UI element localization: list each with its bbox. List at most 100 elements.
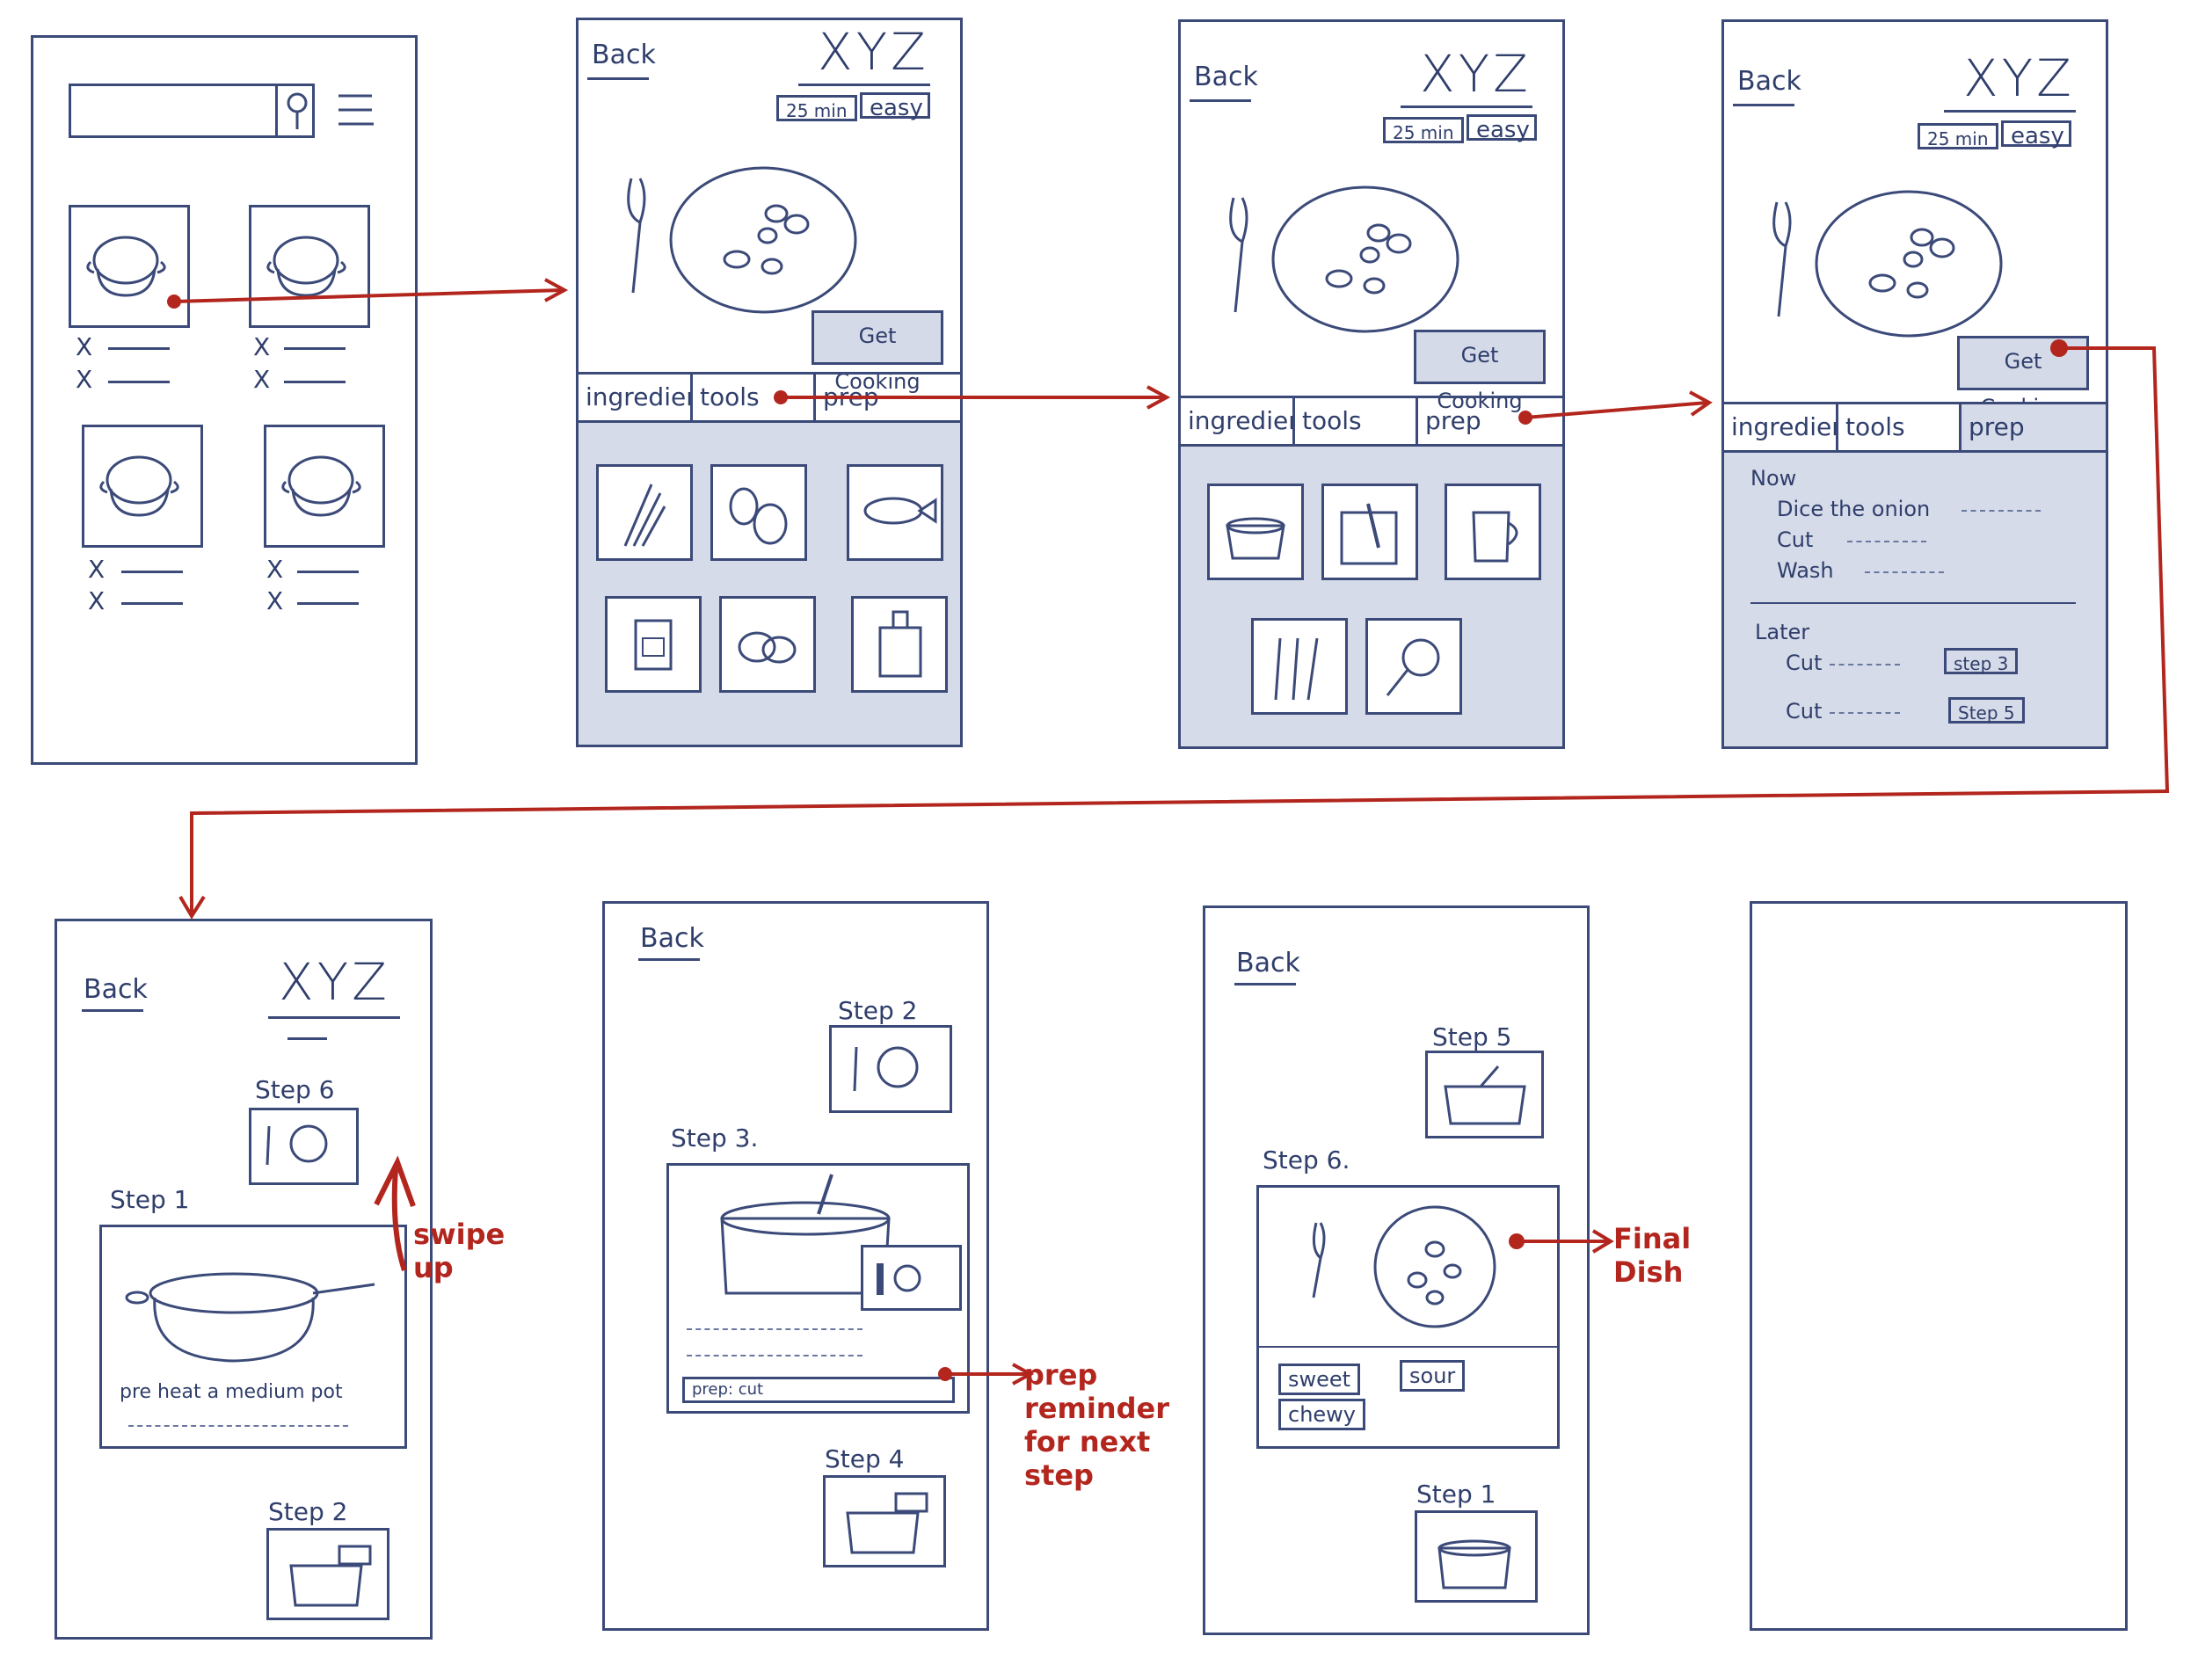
next-step-thumbnail[interactable]	[823, 1475, 946, 1567]
tab-prep[interactable]: prep	[1425, 406, 1481, 435]
prev-step-thumbnail[interactable]	[249, 1108, 359, 1185]
text-line	[687, 1328, 862, 1330]
back-link[interactable]: Back	[1194, 62, 1258, 92]
recipe-title: XYZ	[818, 22, 929, 82]
ingredient-bottle[interactable]	[851, 596, 948, 693]
flavor-tag[interactable]: sweet	[1278, 1364, 1361, 1395]
recipe-card[interactable]	[82, 425, 203, 548]
prev-step-thumbnail[interactable]	[829, 1025, 952, 1113]
back-link[interactable]: Back	[592, 40, 656, 70]
text-line	[1830, 712, 1900, 714]
tool-utensils[interactable]	[1251, 618, 1348, 715]
underline	[1234, 983, 1296, 985]
now-heading: Now	[1750, 466, 1797, 491]
screen-detail-tools: Back XYZ 25 min easy Get Cooking ingredi…	[1178, 19, 1565, 749]
prev-step-thumbnail[interactable]	[1425, 1051, 1544, 1138]
ingredient-inset	[861, 1245, 962, 1311]
step-link-tag[interactable]: step 3	[1944, 648, 2019, 674]
list-marker: X	[266, 586, 284, 615]
list-marker: X	[253, 365, 271, 394]
list-marker: X	[253, 332, 271, 361]
text-line	[297, 602, 359, 605]
list-marker: X	[76, 365, 93, 394]
recipe-card[interactable]	[249, 205, 370, 328]
current-step-card[interactable]: prep: cut	[666, 1163, 970, 1414]
later-heading: Later	[1755, 620, 1810, 644]
plate-illustration	[627, 166, 857, 314]
menu-icon[interactable]	[337, 89, 375, 133]
difficulty-chip: easy	[860, 92, 930, 121]
underline	[82, 1009, 143, 1012]
prep-reminder-text: prep: cut	[692, 1380, 764, 1399]
text-line	[121, 602, 183, 605]
time-chip: 25 min	[776, 95, 857, 121]
tab-tools[interactable]: tools	[693, 375, 816, 420]
search-input[interactable]	[69, 84, 315, 138]
ingredient-scallion[interactable]	[596, 464, 693, 561]
underline	[268, 1016, 400, 1019]
next-step-label: Step 2	[268, 1497, 348, 1526]
screen-step-6: Back Step 5 Step 6. sweet sour chewy Ste…	[1203, 905, 1590, 1635]
prev-step-label: Step 5	[1432, 1022, 1512, 1051]
screen-blank	[1750, 901, 2128, 1631]
time-chip: 25 min	[1918, 123, 1998, 149]
ingredient-fish[interactable]	[847, 464, 943, 561]
tab-tools[interactable]: tools	[1838, 404, 1961, 450]
tool-pan[interactable]	[1365, 618, 1462, 715]
list-marker: X	[76, 332, 93, 361]
next-step-label: Step 1	[1416, 1480, 1496, 1509]
list-marker: X	[88, 555, 106, 584]
current-step-label: Step 1	[110, 1185, 190, 1214]
text-line	[121, 571, 183, 573]
recipe-card[interactable]	[69, 205, 190, 328]
prev-step-label: Step 6	[255, 1075, 335, 1104]
text-line	[284, 347, 346, 350]
text-line	[1847, 541, 1926, 542]
underline	[1733, 104, 1794, 106]
back-link[interactable]: Back	[640, 923, 704, 954]
tab-prep[interactable]: prep	[1961, 404, 2106, 450]
time-chip: 25 min	[1383, 117, 1464, 143]
annotation-swipe-up: swipe up	[413, 1218, 506, 1284]
tab-ingredients[interactable]: ingredients	[1724, 404, 1838, 450]
ingredient-tomato[interactable]	[719, 596, 816, 693]
flavor-tag[interactable]: chewy	[1278, 1399, 1366, 1430]
tab-bar: ingredients tools prep	[1181, 396, 1562, 447]
plate-illustration	[1229, 185, 1459, 333]
current-step-card[interactable]: sweet sour chewy	[1256, 1185, 1560, 1449]
tab-tools[interactable]: tools	[1295, 398, 1418, 444]
tool-cutting-board[interactable]	[1321, 484, 1418, 580]
back-link[interactable]: Back	[84, 974, 148, 1005]
get-cooking-button[interactable]: Get Cooking	[1957, 336, 2089, 419]
back-link[interactable]: Back	[1737, 66, 1801, 97]
current-step-card[interactable]: pre heat a medium pot	[99, 1225, 407, 1449]
underline	[798, 84, 930, 86]
current-step-label: Step 3.	[671, 1124, 759, 1153]
tool-measuring-cup[interactable]	[1445, 484, 1541, 580]
ingredient-potato[interactable]	[710, 464, 807, 561]
underline	[1190, 99, 1251, 102]
next-step-thumbnail[interactable]	[1415, 1510, 1538, 1603]
get-cooking-button[interactable]: Get Cooking	[1414, 330, 1546, 413]
flavor-tag[interactable]: sour	[1400, 1360, 1466, 1392]
annotation-prep-reminder: prep reminder for next step	[1024, 1358, 1169, 1492]
ingredient-packet[interactable]	[605, 596, 702, 693]
tab-ingredients[interactable]: ingredients	[1181, 398, 1295, 444]
tab-bar: ingredients tools prep	[579, 372, 960, 423]
tool-pot[interactable]	[1207, 484, 1304, 580]
next-step-thumbnail[interactable]	[266, 1528, 389, 1620]
difficulty-chip: easy	[1467, 114, 1537, 143]
tab-prep[interactable]: prep	[823, 382, 879, 411]
recipe-card[interactable]	[264, 425, 385, 548]
step-link-tag[interactable]: Step 5	[1948, 697, 2025, 724]
get-cooking-button[interactable]: Get Cooking	[812, 310, 943, 394]
text-line	[1865, 571, 1944, 573]
recipe-title: XYZ	[1420, 44, 1532, 104]
search-icon[interactable]	[275, 84, 319, 138]
prep-reminder: prep: cut	[682, 1377, 955, 1403]
text-line	[297, 571, 359, 573]
divider	[1259, 1346, 1557, 1348]
tab-ingredients[interactable]: ingredients	[579, 375, 693, 420]
annotation-final-dish: Final Dish	[1613, 1222, 1692, 1289]
back-link[interactable]: Back	[1236, 948, 1300, 978]
